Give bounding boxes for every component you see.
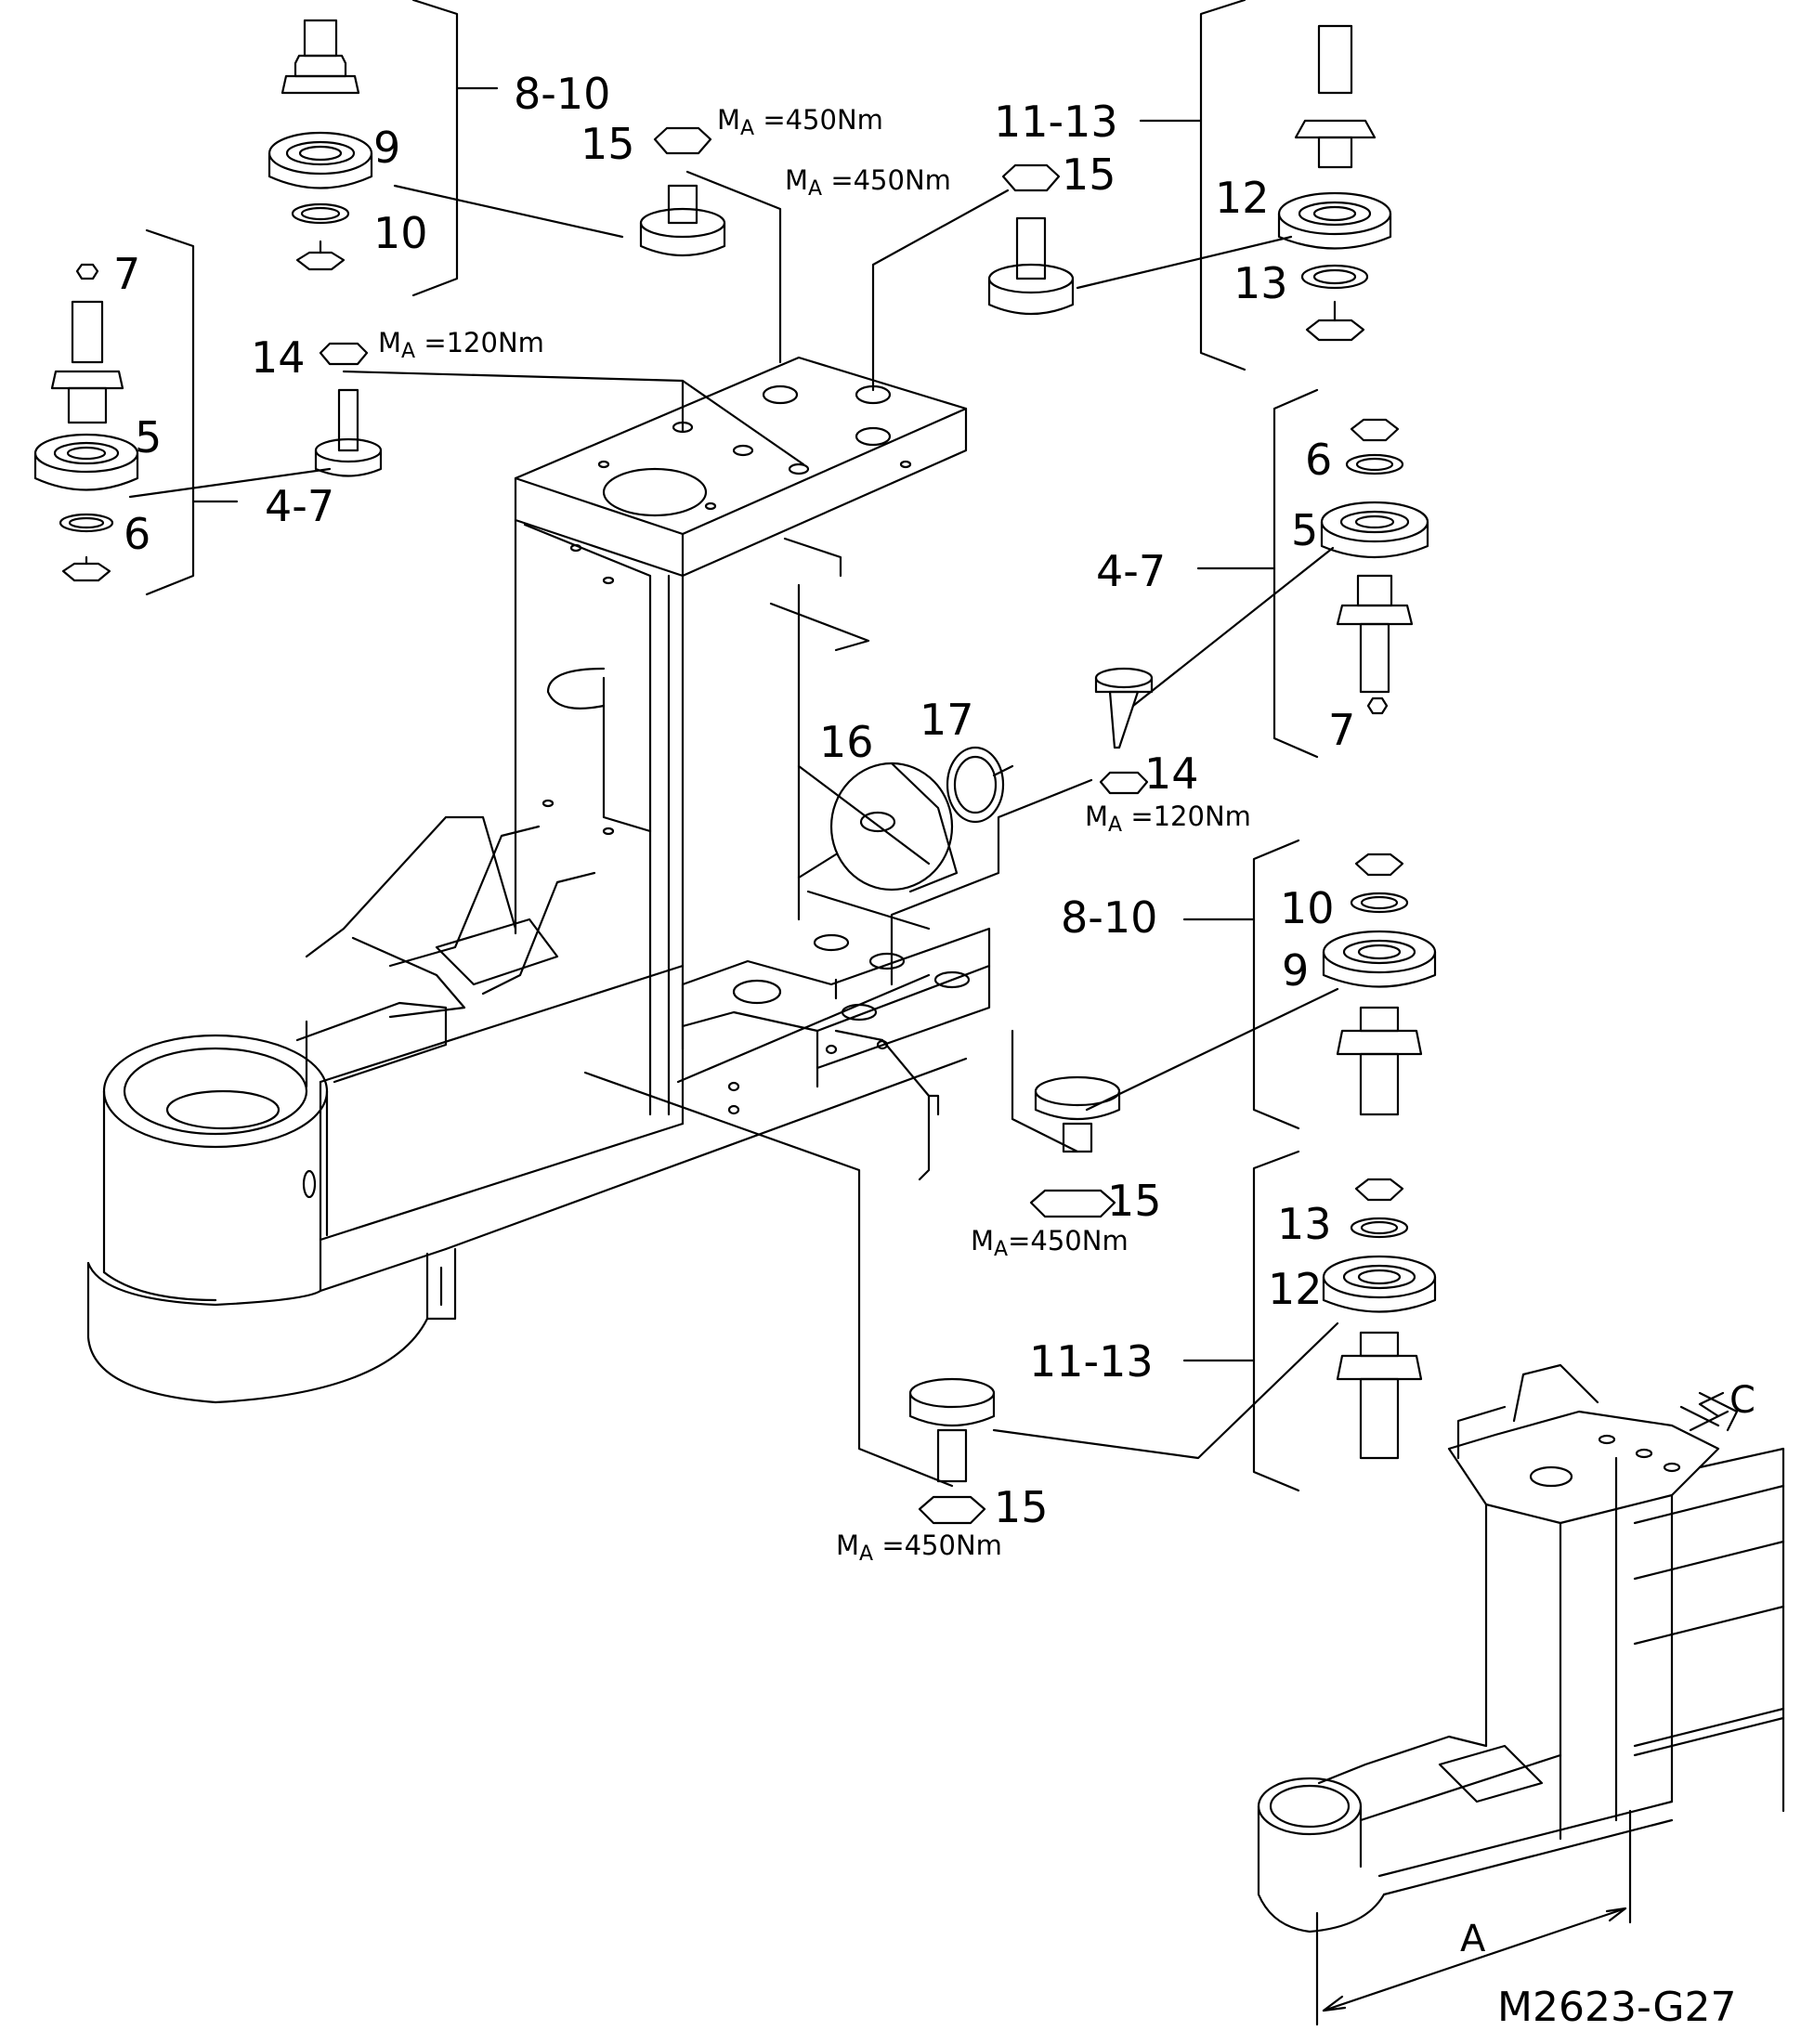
torque-450-middle: MA=450Nm bbox=[971, 1225, 1129, 1261]
part-label-5-right: 5 bbox=[1291, 505, 1319, 555]
roller-16-ring-17 bbox=[797, 746, 1014, 893]
hex-nuts bbox=[319, 126, 1149, 1525]
part-label-10-top: 10 bbox=[373, 208, 428, 258]
group-label-4-7-right: 4-7 bbox=[1096, 546, 1167, 596]
group-label-4-7-left: 4-7 bbox=[265, 481, 335, 531]
torque-450-bottom: MA =450Nm bbox=[836, 1530, 1002, 1566]
inset-overview bbox=[1257, 1363, 1785, 1933]
main-frame-body bbox=[86, 356, 991, 1404]
part-label-15-bottom: 15 bbox=[994, 1482, 1049, 1532]
torque-450-top-left: MA =450Nm bbox=[717, 104, 883, 140]
leader-lines bbox=[128, 170, 1339, 1488]
part-label-12-top: 12 bbox=[1215, 173, 1270, 223]
part-label-17: 17 bbox=[920, 695, 974, 745]
part-label-7-right: 7 bbox=[1328, 705, 1356, 755]
part-label-15-top-left: 15 bbox=[581, 119, 635, 169]
part-label-12-right: 12 bbox=[1268, 1264, 1323, 1314]
part-label-5-left: 5 bbox=[135, 412, 163, 462]
part-label-14-right: 14 bbox=[1144, 749, 1199, 799]
part-label-14-left: 14 bbox=[251, 332, 306, 383]
part-label-10-right: 10 bbox=[1280, 883, 1335, 933]
part-label-15-top-right: 15 bbox=[1062, 150, 1116, 200]
torque-120-left: MA =120Nm bbox=[378, 327, 544, 363]
group-brackets bbox=[145, 0, 1319, 1492]
group-label-11-13-right: 11-13 bbox=[1029, 1336, 1154, 1387]
torque-450-top-right: MA =450Nm bbox=[785, 164, 951, 201]
part-label-7-left: 7 bbox=[113, 249, 141, 299]
bearing-assembly-11-13-top bbox=[1277, 24, 1392, 342]
part-label-15-middle: 15 bbox=[1107, 1176, 1162, 1226]
eccentric-pins bbox=[314, 184, 1154, 1483]
bearing-assembly-8-10-right bbox=[1322, 853, 1437, 1116]
bearing-assembly-11-13-right bbox=[1322, 1178, 1437, 1460]
part-label-9-right: 9 bbox=[1282, 945, 1310, 996]
part-label-6-right: 6 bbox=[1305, 435, 1333, 485]
bearing-assembly-4-7-left bbox=[33, 263, 139, 582]
bearing-assembly-8-10-top bbox=[268, 19, 373, 271]
dimension-label-c: C bbox=[1729, 1379, 1755, 1422]
drawing-code: M2623-G27 bbox=[1497, 1984, 1737, 2031]
bearing-assembly-4-7-right bbox=[1320, 418, 1429, 715]
part-label-9-top: 9 bbox=[373, 123, 401, 173]
part-label-16: 16 bbox=[819, 717, 874, 767]
torque-120-right: MA =120Nm bbox=[1085, 801, 1251, 837]
group-label-11-13-top: 11-13 bbox=[994, 97, 1118, 147]
group-label-8-10-right: 8-10 bbox=[1061, 892, 1158, 943]
group-label-8-10-top: 8-10 bbox=[514, 69, 611, 119]
dimension-label-a: A bbox=[1460, 1918, 1486, 1960]
part-label-6-left: 6 bbox=[124, 509, 151, 559]
part-label-13-right: 13 bbox=[1277, 1199, 1332, 1249]
dimension-lines bbox=[1315, 1391, 1725, 2026]
part-label-13-top: 13 bbox=[1233, 258, 1288, 308]
